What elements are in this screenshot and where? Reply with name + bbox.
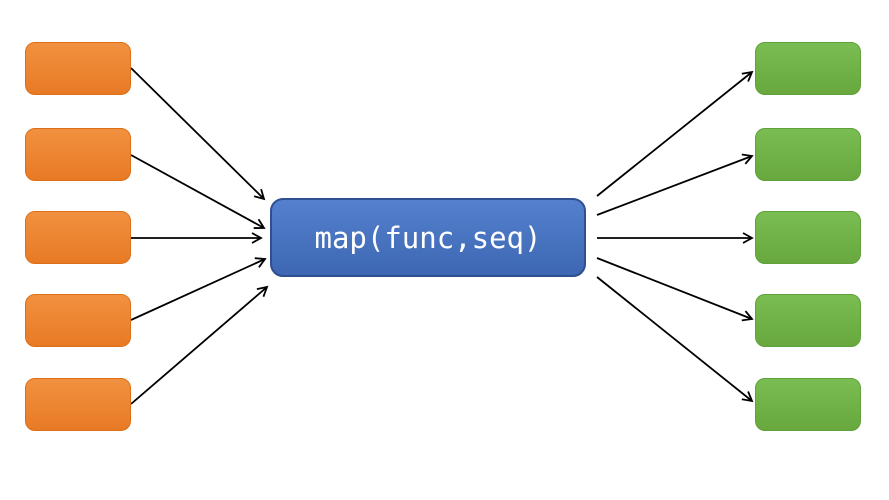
input-box-5 [25,378,131,431]
arrow-map-to-output-1 [596,70,754,197]
output-box-2 [755,128,861,181]
output-box-5 [755,378,861,431]
arrow-input-4-to-map [130,257,267,321]
map-function-node: map(func,seq) [270,198,586,277]
arrow-input-5-to-map [130,285,269,405]
arrow-input-1-to-map [130,67,266,201]
input-box-1 [25,42,131,95]
input-box-4 [25,294,131,347]
output-box-1 [755,42,861,95]
arrow-map-to-output-5 [596,276,754,403]
input-box-3 [25,211,131,264]
arrow-map-to-output-4 [596,257,754,322]
arrow-input-2-to-map [130,154,266,229]
map-function-label: map(func,seq) [314,220,542,255]
input-box-2 [25,128,131,181]
output-box-4 [755,294,861,347]
arrow-map-to-output-2 [596,153,754,216]
output-box-3 [755,211,861,264]
